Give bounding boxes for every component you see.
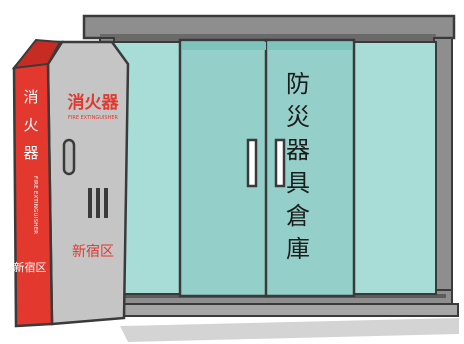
door-handle-right	[274, 138, 286, 188]
storage-name-char: 倉	[286, 202, 310, 230]
storage-name-char: 庫	[286, 235, 310, 263]
ground-shadow	[120, 318, 459, 342]
cabinet-side-title-char: 器	[23, 144, 39, 162]
cabinet-front-gray	[46, 40, 130, 326]
cabinet-front-ward: 新宿区	[72, 244, 114, 260]
storage-name-char: 器	[286, 136, 310, 164]
storage-name-sign: 防 災 器 具 倉 庫	[278, 72, 318, 270]
door-top-band-left	[182, 42, 266, 50]
vent-slot-3	[104, 188, 108, 218]
extinguisher-cabinet	[11, 38, 130, 328]
base-ledge	[97, 303, 459, 317]
roof-inner-shadow	[100, 34, 436, 42]
cabinet-front-title: 消火器	[67, 93, 119, 113]
storage-building	[82, 14, 459, 317]
storage-name-char: 防	[286, 70, 310, 98]
cabinet-side-english: FIRE EXTINGUISHER	[32, 176, 38, 235]
vent-slot-1	[88, 188, 92, 218]
vent-slot-2	[96, 188, 100, 218]
door-top-band-right	[268, 42, 352, 50]
door-handle-left	[246, 138, 258, 188]
storage-name-char: 災	[286, 103, 310, 131]
storage-name-char: 具	[286, 169, 310, 197]
cabinet-handle	[62, 138, 76, 176]
glass-pane-right	[351, 41, 437, 295]
cabinet-front-english: FIRE EXTINGUISHER	[68, 115, 118, 121]
cabinet-side-title-char: 火	[23, 116, 39, 134]
cabinet-side-ward: 新宿区	[13, 261, 47, 274]
cabinet-top-red	[11, 38, 62, 70]
cabinet-side-title: 消 火 器	[16, 90, 46, 174]
cabinet-side-title-char: 消	[23, 88, 39, 106]
